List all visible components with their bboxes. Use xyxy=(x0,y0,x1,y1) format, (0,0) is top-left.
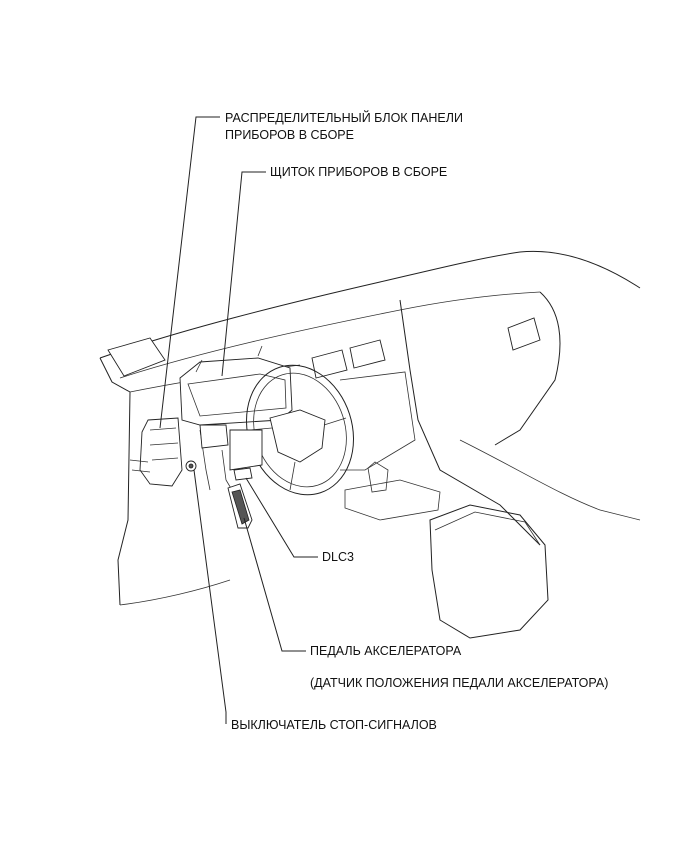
center-console-front xyxy=(339,371,416,471)
gear-shifter xyxy=(367,461,389,493)
leader-junction-block xyxy=(159,116,220,429)
label-accelerator-sensor: (ДАТЧИК ПОЛОЖЕНИЯ ПЕДАЛИ АКСЕЛЕРАТОРА) xyxy=(310,676,609,690)
dashboard-top-edge xyxy=(119,291,541,379)
label-junction-block: РАСПРЕДЕЛИТЕЛЬНЫЙ БЛОК ПАНЕЛИ ПРИБОРОВ В… xyxy=(225,110,463,144)
label-stop-light-switch: ВЫКЛЮЧАТЕЛЬ СТОП-СИГНАЛОВ xyxy=(231,718,437,732)
leader-accelerator-pedal xyxy=(243,517,306,652)
combination-meter-face xyxy=(187,373,287,417)
console-box xyxy=(429,504,549,639)
console-box-top xyxy=(434,511,541,546)
meter-bracket xyxy=(195,345,263,373)
left-vent xyxy=(107,337,166,377)
center-console-outline xyxy=(399,299,541,546)
right-vent xyxy=(507,317,541,351)
right-dash-lower xyxy=(459,439,641,521)
label-dlc3: DLC3 xyxy=(322,550,354,564)
accelerator-pedal-arm xyxy=(221,449,233,491)
label-junction-block-line-2: ПРИБОРОВ В СБОРЕ xyxy=(225,128,354,142)
label-combination-meter: ЩИТОК ПРИБОРОВ В СБОРЕ xyxy=(270,165,448,179)
center-vent-left xyxy=(311,349,348,379)
combination-meter-housing xyxy=(179,357,293,426)
leader-combination-meter xyxy=(221,171,266,377)
pedal-bracket xyxy=(199,424,229,449)
shifter-base xyxy=(344,479,441,521)
leader-stop-light-switch xyxy=(193,469,227,724)
label-junction-block-line-1: РАСПРЕДЕЛИТЕЛЬНЫЙ БЛОК ПАНЕЛИ xyxy=(225,111,463,125)
stop-light-switch-core xyxy=(188,463,194,469)
floor-left xyxy=(119,579,231,606)
steering-wheel-hub xyxy=(269,409,326,463)
steering-spoke-bottom xyxy=(289,461,296,491)
accelerator-pedal-pad xyxy=(231,489,250,525)
junction-block xyxy=(139,417,183,487)
junction-block-bracket xyxy=(129,459,151,473)
dlc3-connector xyxy=(233,467,253,481)
center-vent-right xyxy=(349,339,386,369)
dashboard-top-outline xyxy=(99,250,641,359)
left-side-outline xyxy=(99,357,131,606)
steering-spoke-right xyxy=(323,417,347,426)
leader-dlc3 xyxy=(245,477,318,558)
label-accelerator-pedal: ПЕДАЛЬ АКСЕЛЕРАТОРА xyxy=(310,644,462,658)
steering-column xyxy=(229,429,263,471)
junction-block-detail xyxy=(149,427,179,461)
right-dash-outline xyxy=(494,291,561,446)
